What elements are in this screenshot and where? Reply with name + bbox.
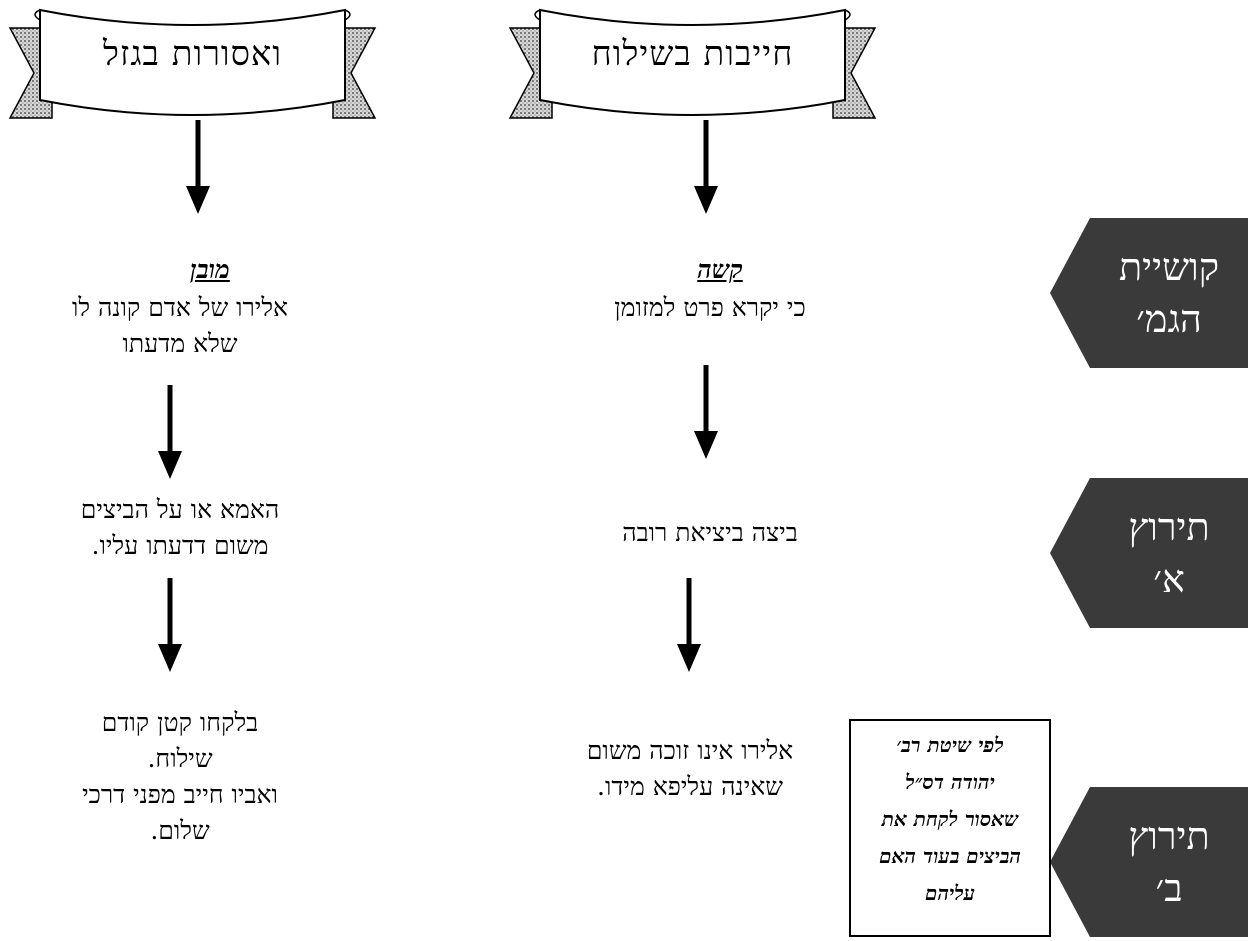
note-box: לפי שיטת רב׳ יהודה דס״ל שאסור לקחת את הב… <box>849 719 1051 937</box>
left-heading: מובן <box>190 255 230 284</box>
arrow-down-icon <box>677 578 701 672</box>
scroll-shape <box>8 8 377 119</box>
arrow-down-icon <box>694 120 718 214</box>
tag-shape <box>1050 478 1248 628</box>
arrow-down-icon <box>158 578 182 672</box>
scroll-shape <box>508 8 877 119</box>
right-step-1: כי יקרא פרט למזומן <box>614 293 806 322</box>
tag-answer-a: תירוץ א׳ <box>1050 478 1248 628</box>
tag-question-label: קושיית הגמ׳ <box>1118 245 1220 341</box>
arrow-down-icon <box>158 385 182 479</box>
scroll-title-right: חייבות בשילוח <box>591 34 794 74</box>
tag-shape <box>1050 218 1248 368</box>
scroll-banner-right: חייבות בשילוח <box>500 0 885 128</box>
right-heading: קשה <box>697 255 743 284</box>
tag-question: קושיית הגמ׳ <box>1050 218 1248 368</box>
left-step-3: בלקחו קטן קודם שילוח. ואביו חייב מפני דר… <box>82 708 278 845</box>
right-step-3: אלירו אינו זוכה משום שאינה עליפא מידו. <box>586 736 794 801</box>
tag-answer-a-label: תירוץ א׳ <box>1128 505 1210 601</box>
tag-answer-b-label: תירוץ ב׳ <box>1128 814 1210 910</box>
tag-shape <box>1050 787 1248 937</box>
left-step-2: האמא או על הביצים משום דדעתו עליו. <box>80 495 280 560</box>
scroll-title-left: ואסורות בגזל <box>102 34 283 74</box>
scroll-banner-left: ואסורות בגזל <box>0 0 385 128</box>
right-step-2: ביצה ביציאת רובה <box>622 518 798 547</box>
arrow-down-icon <box>694 365 718 459</box>
arrow-down-icon <box>186 120 210 214</box>
tag-answer-b: תירוץ ב׳ <box>1050 787 1248 937</box>
left-step-1: אלירו של אדם קונה לו שלא מדעתו <box>71 293 289 358</box>
